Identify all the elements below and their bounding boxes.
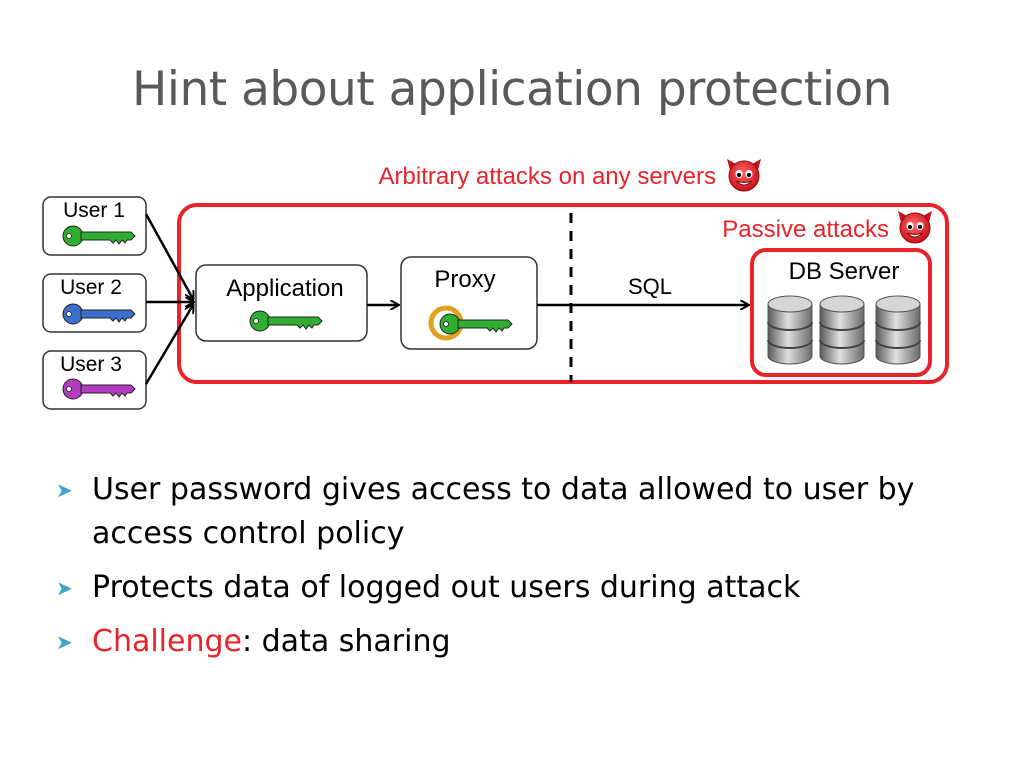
user-label: User 3 [60,353,122,376]
bullet-list: ➤ User password gives access to data all… [56,468,996,674]
bullet-arrow-icon: ➤ [56,576,73,600]
user-label: User 1 [63,199,125,222]
bullet-arrow-icon: ➤ [56,630,73,654]
bullet-item: ➤ User password gives access to data all… [56,468,996,556]
db-server-label: DB Server [789,258,900,285]
user-label: User 2 [60,276,122,299]
passive-attacks-label: Passive attacks [722,216,889,243]
arbitrary-attack-region [177,203,949,384]
user1-arrow [144,213,193,299]
bullet-text: : data sharing [242,624,451,659]
bullet-item: ➤ Protects data of logged out users duri… [56,566,996,610]
proxy-node: Proxy [400,256,538,350]
bullet-highlight: Challenge [92,624,242,659]
bullet-text: User password gives access to data allow… [92,472,915,551]
user-node-3: User 3 [42,350,147,410]
bullet-item: ➤ Challenge: data sharing [56,620,996,664]
slide-title: Hint about application protection [132,62,892,117]
bullet-arrow-icon: ➤ [56,478,73,502]
database-cylinder-icon [767,295,813,365]
arbitrary-attacks-label: Arbitrary attacks on any servers [379,163,716,190]
user3-arrow [144,305,193,385]
database-cylinder-icon [875,295,921,365]
devil-face-icon [897,210,933,244]
user-node-1: User 1 [42,196,147,256]
sql-label: SQL [628,274,672,299]
devil-face-icon [726,158,762,192]
user-node-2: User 2 [42,273,147,333]
proxy-label: Proxy [434,266,495,293]
architecture-diagram: Arbitrary attacks on any servers Passive… [42,158,949,410]
application-node: Application [195,264,368,342]
database-cylinder-icon [819,295,865,365]
application-label: Application [226,275,343,302]
bullet-text: Protects data of logged out users during… [92,570,801,605]
